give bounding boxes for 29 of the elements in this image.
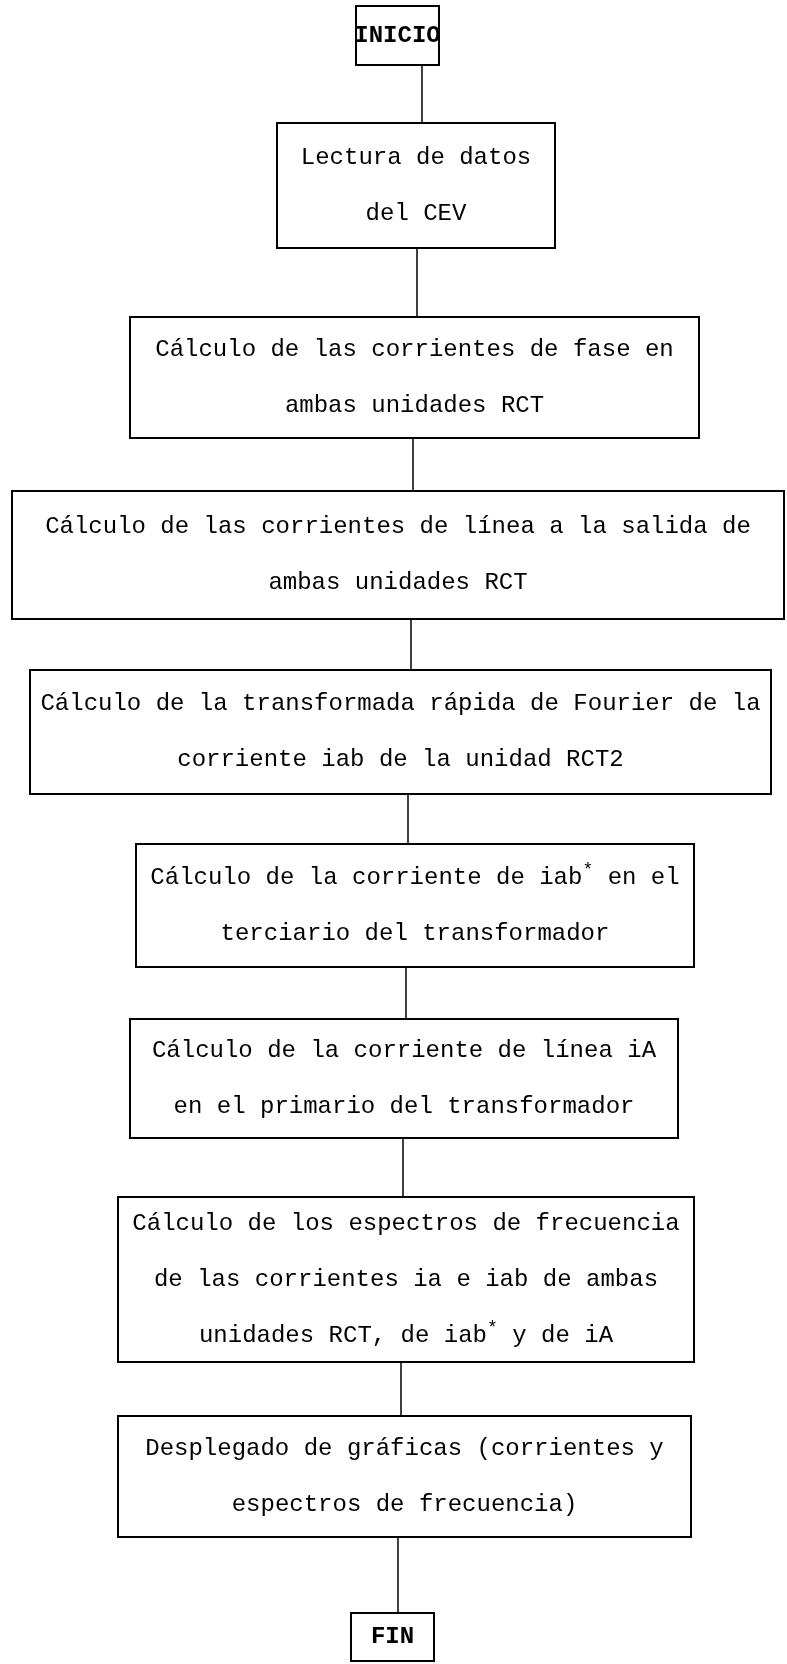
connector-line bbox=[400, 1362, 402, 1416]
step-text: Cálculo de las corrientes de línea a la salida de ambas unidades RCT bbox=[44, 512, 752, 598]
end-box bbox=[350, 1612, 435, 1662]
connector-line bbox=[402, 1138, 404, 1197]
process-box bbox=[129, 1018, 679, 1139]
process-box bbox=[117, 1196, 695, 1363]
step-text: Cálculo de las corrientes de fase en ambas unidades RCT bbox=[154, 334, 675, 421]
connector-line bbox=[397, 1537, 399, 1613]
connector-line bbox=[407, 794, 409, 844]
step-text: Cálculo de los espectros de frecuencia de las corrientes ia e iab de ambas unidades RCT, de iab$^{*}$ y de iA bbox=[131, 1208, 681, 1351]
step-text: Lectura de datos del CEV bbox=[299, 142, 533, 229]
process-box bbox=[11, 490, 785, 620]
process-box bbox=[276, 122, 556, 249]
connector-line bbox=[421, 65, 423, 123]
step-text: Cálculo de la corriente de iab$^{*}$ en el terciario del transformador bbox=[149, 858, 681, 949]
step-text: FIN bbox=[370, 1622, 415, 1652]
connector-line bbox=[416, 248, 418, 317]
process-box bbox=[129, 316, 700, 439]
connector-line bbox=[410, 619, 412, 670]
step-text: Cálculo de la corriente de línea iA en el primario del transformador bbox=[150, 1035, 658, 1122]
process-box bbox=[117, 1415, 692, 1538]
connector-line bbox=[405, 967, 407, 1019]
start-box bbox=[355, 5, 440, 66]
step-text: Cálculo de la transformada rápida de Fourier de la corriente iab de la unidad RCT2 bbox=[39, 689, 762, 775]
step-text: INICIO bbox=[354, 20, 441, 51]
process-box bbox=[135, 843, 695, 968]
process-box bbox=[29, 669, 772, 795]
step-text: Desplegado de gráficas (corrientes y espectros de frecuencia) bbox=[144, 1433, 665, 1520]
connector-line bbox=[412, 438, 414, 491]
